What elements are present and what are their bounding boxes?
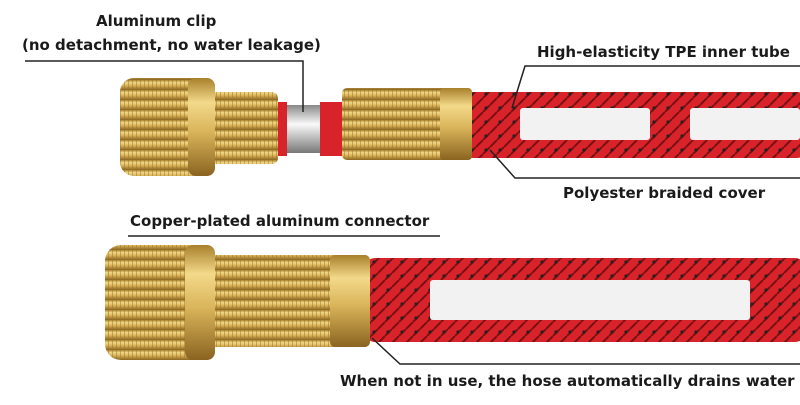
callout-lines [25,60,800,365]
top-aluminum-clip [285,105,325,153]
top-inner-tube-window-2 [690,108,800,140]
braided-cover-label: Polyester braided cover [563,184,766,202]
clip-title-label: Aluminum clip [96,12,217,30]
clip-subtitle-label: (no detachment, no water leakage) [22,36,321,54]
connector-label: Copper-plated aluminum connector [130,212,430,230]
top-inner-tube-window-1 [520,108,650,140]
bottom-hose-assembly [105,245,800,360]
top-hose-assembly [120,78,800,176]
clip-callout-line [25,60,304,112]
bottom-inner-tube-window [430,280,750,320]
top-brass-sleeve [342,88,472,160]
top-threaded-fitting [210,92,278,164]
inner-tube-label: High-elasticity TPE inner tube [537,43,790,61]
drains-label: When not in use, the hose automatically … [340,372,795,390]
inner-tube-callout-line [511,65,800,109]
drains-callout-line [371,337,800,365]
braided-cover-callout-line [489,149,800,179]
